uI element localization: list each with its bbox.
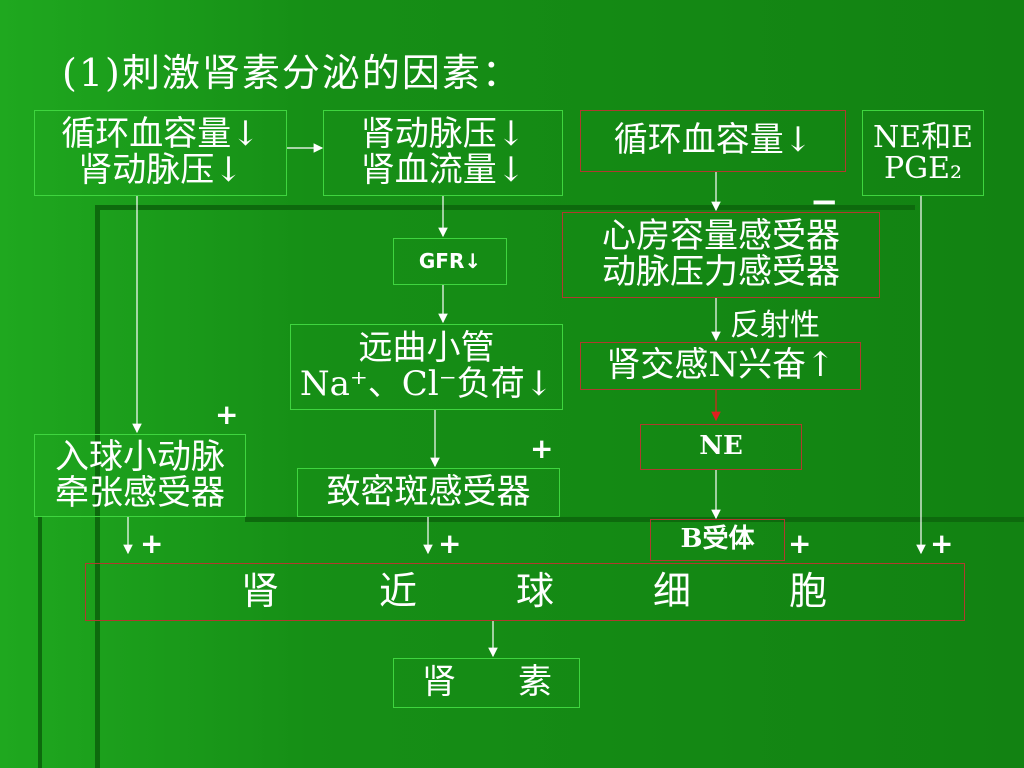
box-atrial-arterial-receptors: 心房容量感受器 动脉压力感受器 [562,212,880,298]
box-line-1: NE和E [872,119,974,155]
box-circulating-volume-renal-pressure: 循环血容量↓ 肾动脉压↓ [34,110,287,196]
decor-stripe-top [95,205,915,210]
plus-sign-afferent-top: + [215,398,239,431]
box-line-1: 循环血容量↓ [613,120,813,161]
jg-char-2: 近 [379,569,418,614]
box-juxtaglomerular-cell: 肾 近 球 细 胞 [85,563,965,621]
plus-sign-macula: + [438,527,462,560]
box-line-1: 循环血容量↓ [61,114,260,155]
box-line-2: 肾动脉压↓ [78,150,243,190]
box-renal-pressure-blood-flow: 肾动脉压↓ 肾血流量↓ [323,110,563,196]
renin-char-1: 肾 [422,662,456,703]
box-line-1: B受体 [680,524,755,555]
jg-char-5: 胞 [789,569,828,614]
box-distal-tubule: 远曲小管 Na⁺、Cl⁻负荷↓ [290,324,563,410]
jg-char-4: 细 [653,569,692,614]
box-gfr: GFR↓ [393,238,507,285]
box-line-2: Na⁺、Cl⁻负荷↓ [299,364,554,404]
box-line-1: 肾动脉压↓ [360,114,526,155]
box-afferent-arteriole-receptor: 入球小动脉 牵张感受器 [34,434,246,517]
box-line-2: 肾血流量↓ [360,150,526,190]
plus-sign-macula-top: + [530,432,554,465]
plus-sign-beta: + [788,527,812,560]
box-line-1: 致密斑感受器 [326,471,531,512]
box-line-1: NE [699,431,743,462]
plus-sign-afferent: + [140,527,164,560]
box-line-1: GFR↓ [418,249,482,273]
box-line-1: 心房容量感受器 [602,216,840,257]
page-title: (1)刺激肾素分泌的因素： [62,51,522,95]
box-line-1: 远曲小管 [358,328,495,369]
box-line-2: PGE₂ [883,151,963,186]
plus-sign-ne-e: + [930,527,954,560]
decor-stripe-mid [245,517,1024,522]
box-line-1: 入球小动脉 [55,436,225,477]
box-ne-e-pge2: NE和E PGE₂ [862,110,984,196]
box-circulating-volume: 循环血容量↓ [580,110,846,172]
box-line-1: 肾交感N兴奋↑ [606,345,835,386]
box-line-2: 动脉压力感受器 [602,252,840,292]
box-renal-sympathetic: 肾交感N兴奋↑ [580,342,861,390]
box-beta-receptor: B受体 [650,519,785,561]
decor-stripe-left2 [38,517,42,768]
renin-char-2: 素 [518,662,552,703]
minus-sign: − [810,182,839,222]
box-renin: 肾 素 [393,658,580,708]
jg-char-3: 球 [516,569,555,614]
reflex-label: 反射性 [730,308,820,343]
box-line-2: 牵张感受器 [55,472,225,513]
jg-char-1: 肾 [241,569,280,614]
box-ne: NE [640,424,802,470]
decor-stripe-left [95,205,100,768]
box-macula-densa: 致密斑感受器 [297,468,560,517]
